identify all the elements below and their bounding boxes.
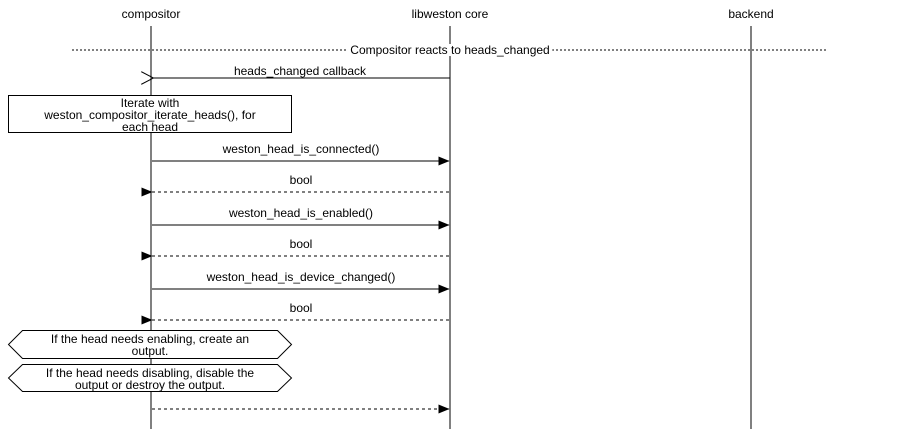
message-label-bool-2: bool (287, 237, 315, 251)
note-text-iterate-heads: Iterate with weston_compositor_iterate_h… (44, 96, 256, 134)
condition-text-enable-head: If the head needs enabling, create an ou… (50, 332, 250, 358)
message-label-heads-changed-callback: heads_changed callback (231, 64, 369, 78)
participant-label-libweston-core: libweston core (411, 7, 489, 21)
participant-label-backend: backend (728, 7, 774, 21)
participant-label-compositor: compositor (121, 7, 181, 21)
message-label-weston-head-is-device-changed: weston_head_is_device_changed() (204, 270, 398, 284)
message-label-bool-1: bool (287, 173, 315, 187)
message-label-weston-head-is-enabled: weston_head_is_enabled() (226, 206, 376, 220)
condition-text-disable-head: If the head needs disabling, disable the… (45, 366, 255, 392)
message-label-weston-head-is-connected: weston_head_is_connected() (220, 142, 382, 156)
divider-label: Compositor reacts to heads_changed (347, 44, 553, 56)
message-label-bool-3: bool (287, 301, 315, 315)
